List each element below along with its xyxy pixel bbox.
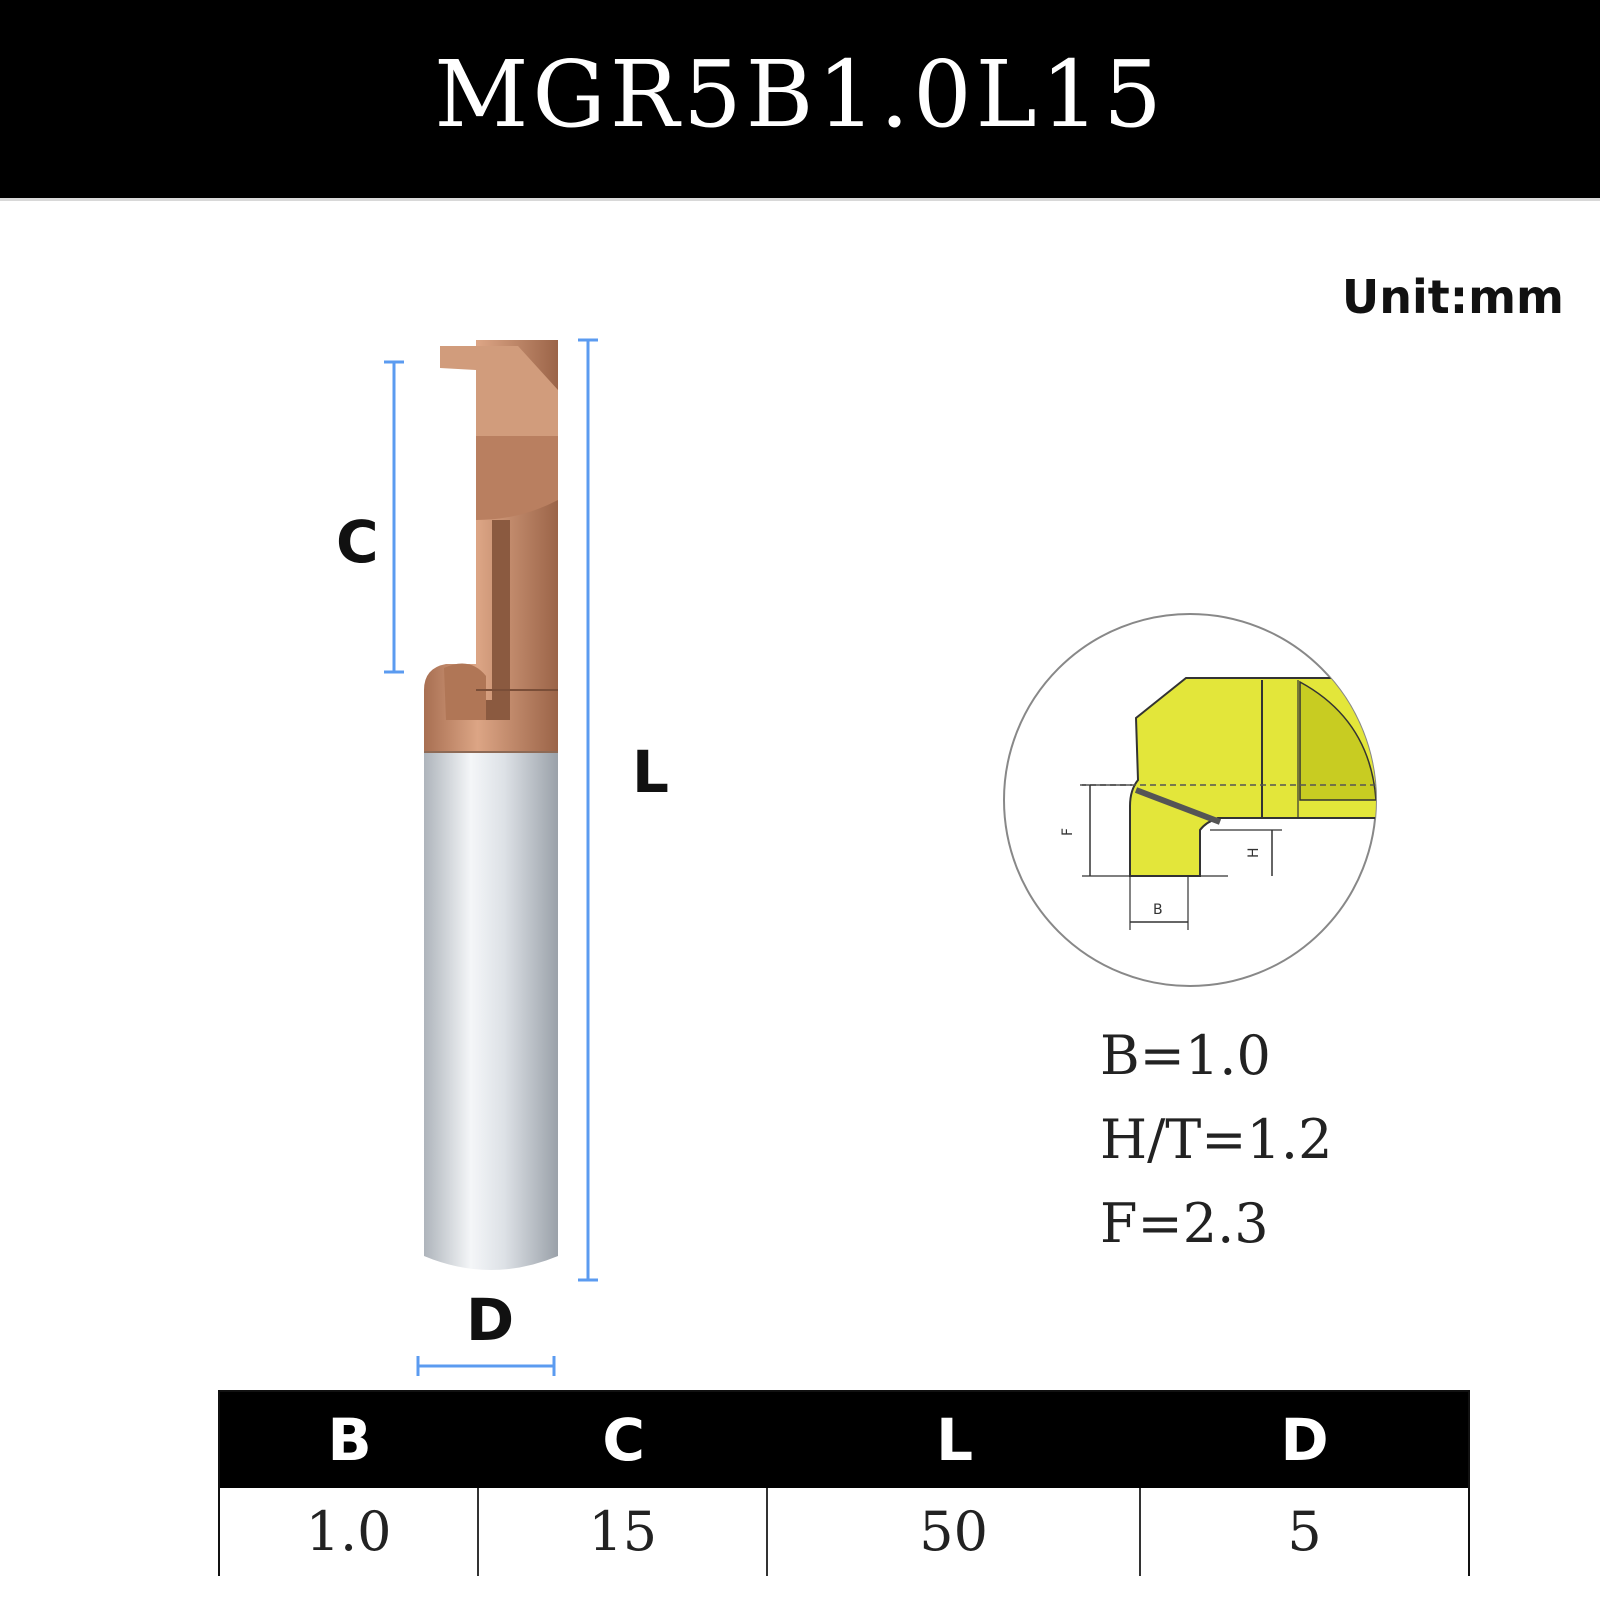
detail-label-h: H <box>1246 847 1262 858</box>
table-cell-d: 5 <box>1287 1500 1322 1563</box>
dimension-l-label: L <box>632 738 669 806</box>
header-bar <box>0 0 1600 201</box>
dimension-c-line <box>384 360 404 674</box>
detail-label-f: F <box>1060 828 1076 836</box>
spec-f: F=2.3 <box>1100 1192 1269 1255</box>
unit-label: Unit:mm <box>1341 270 1564 324</box>
tool-head <box>440 346 558 450</box>
table-cell-c: 15 <box>479 1488 769 1576</box>
table-header-b: B <box>327 1406 372 1474</box>
tool-shank <box>424 752 558 1270</box>
dimension-d-label: D <box>466 1286 515 1354</box>
dimension-c-label: C <box>336 508 379 576</box>
table-header-d: D <box>1280 1406 1329 1474</box>
tool-flute <box>484 520 510 720</box>
table-header-l: L <box>936 1406 974 1474</box>
spec-h-t: H/T=1.2 <box>1100 1108 1333 1171</box>
dimension-l-line <box>578 338 598 1282</box>
table-header-row: B C L D <box>220 1392 1468 1488</box>
spec-b: B=1.0 <box>1100 1024 1271 1087</box>
table-header-c: C <box>602 1406 645 1474</box>
table-cell-l: 50 <box>768 1488 1142 1576</box>
dimension-table: B C L D 1.0 15 50 5 <box>218 1390 1470 1576</box>
page-title: MGR5B1.0L15 <box>434 41 1166 148</box>
detail-label-b: B <box>1153 902 1163 918</box>
table-cell-b: 1.0 <box>220 1488 480 1576</box>
table-row: 1.0 15 50 5 <box>220 1488 1468 1576</box>
dimension-d-line <box>416 1356 556 1376</box>
